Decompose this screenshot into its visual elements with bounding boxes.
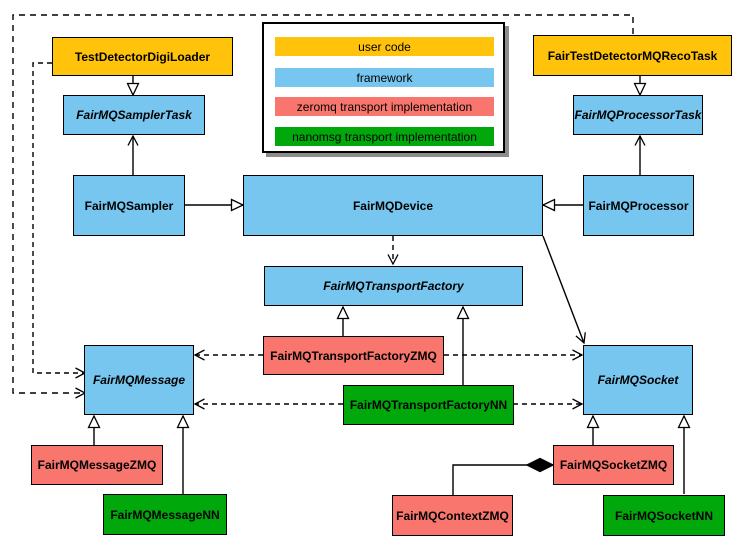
legend-label: zeromq transport implementation — [296, 99, 473, 114]
node-fairmqsocketzmq: FairMQSocketZMQ — [553, 445, 674, 485]
node-label: FairMQDevice — [352, 198, 434, 213]
node-label: FairMQTransportFactoryNN — [349, 398, 508, 412]
node-label: FairMQSocket — [597, 373, 679, 387]
legend-item-nanomsg: nanomsg transport implementation — [275, 127, 494, 146]
legend-item-user-code: user code — [275, 37, 494, 56]
edge-socketzmq-owns-contextzmq — [452, 464, 528, 495]
node-fairmqsampler: FairMQSampler — [73, 175, 185, 236]
node-fairmqsamplertask: FairMQSamplerTask — [63, 95, 205, 135]
node-fairtestdetectormqrecotask: FairTestDetectorMQRecoTask — [533, 35, 732, 76]
legend-item-zeromq: zeromq transport implementation — [275, 97, 494, 116]
node-label: FairMQContextZMQ — [396, 508, 509, 523]
node-label: FairTestDetectorMQRecoTask — [547, 48, 718, 63]
node-label: FairMQMessageNN — [110, 507, 220, 522]
legend-label: framework — [356, 70, 413, 85]
node-fairmqsocket: FairMQSocket — [583, 345, 693, 415]
composition-diamond-icon — [525, 457, 555, 473]
node-fairmqtransportfactory: FairMQTransportFactory — [264, 266, 523, 306]
node-fairmqmessagenn: FairMQMessageNN — [103, 494, 227, 535]
node-label: FairMQSocketZMQ — [559, 458, 668, 472]
edge-device-uses-socket — [542, 235, 586, 345]
node-label: FairMQTransportFactory — [323, 279, 464, 293]
node-testdetectordigiloader: TestDetectorDigiLoader — [52, 37, 233, 76]
legend-label: user code — [358, 39, 411, 54]
legend: user code framework zeromq transport imp… — [262, 22, 505, 153]
node-label: FairMQTransportFactoryZMQ — [270, 348, 437, 363]
legend-label: nanomsg transport implementation — [292, 129, 477, 144]
node-fairmqsocketnn: FairMQSocketNN — [603, 495, 725, 536]
node-fairmqtransportfactorynn: FairMQTransportFactoryNN — [343, 385, 514, 425]
node-label: FairMQMessageZMQ — [37, 458, 157, 472]
node-fairmqmessagezmq: FairMQMessageZMQ — [31, 445, 163, 485]
node-fairmqtransportfactoryzmq: FairMQTransportFactoryZMQ — [263, 336, 444, 375]
node-label: TestDetectorDigiLoader — [74, 49, 211, 64]
node-fairmqmessage: FairMQMessage — [84, 345, 194, 415]
legend-item-framework: framework — [275, 68, 494, 87]
node-label: FairMQSampler — [84, 198, 174, 213]
node-label: FairMQSamplerTask — [76, 108, 192, 122]
node-label: FairMQProcessor — [588, 198, 689, 213]
node-fairmqcontextzmq: FairMQContextZMQ — [392, 495, 513, 536]
node-label: FairMQSocketNN — [614, 508, 714, 523]
node-fairmqdevice: FairMQDevice — [243, 175, 543, 236]
node-fairmqprocessortask: FairMQProcessorTask — [573, 95, 703, 135]
node-label: FairMQMessage — [92, 373, 186, 387]
node-fairmqprocessor: FairMQProcessor — [583, 175, 694, 236]
node-label: FairMQProcessorTask — [574, 108, 702, 122]
